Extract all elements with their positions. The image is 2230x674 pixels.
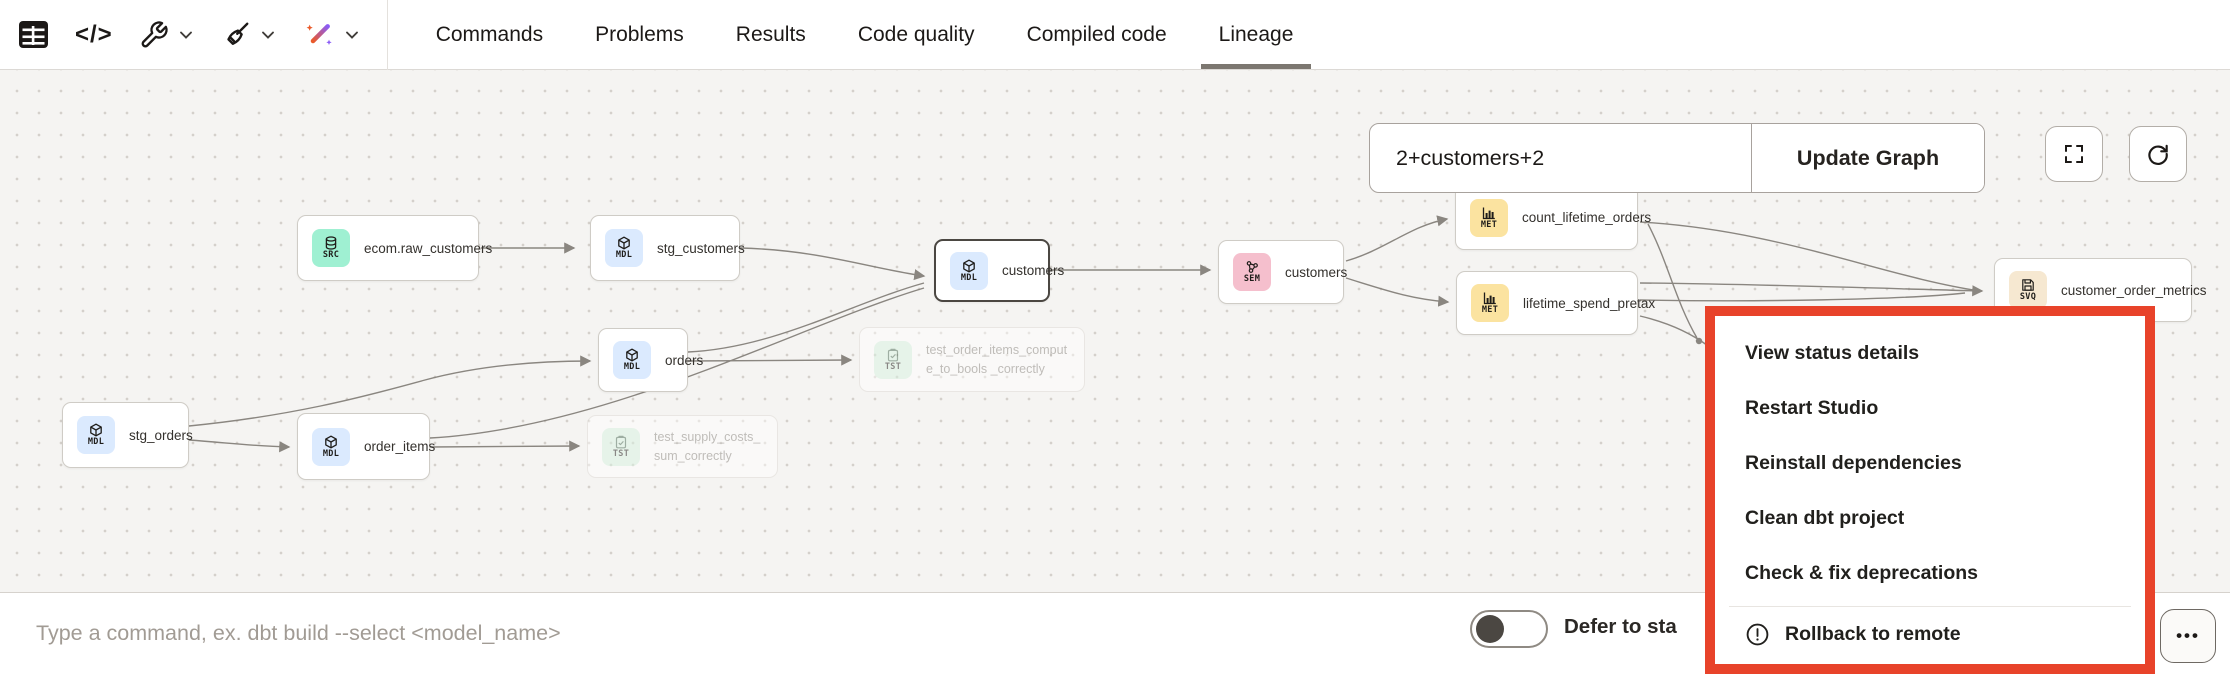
toolbar: </> — [0, 0, 387, 69]
metric-badge: MET — [1471, 284, 1509, 322]
build-tool-button[interactable] — [139, 20, 195, 50]
menu-item-view-status-details[interactable]: View status details — [1745, 342, 1920, 364]
defer-toggle-label: Defer to sta — [1564, 615, 1677, 638]
node-customers-semantic[interactable]: SEM customers — [1218, 240, 1348, 304]
fullscreen-icon — [2065, 145, 2083, 163]
broom-icon — [227, 22, 249, 45]
menu-item-reinstall-dependencies[interactable]: Reinstall dependencies — [1745, 452, 1962, 474]
code-icon: </> — [75, 20, 113, 48]
metric-badge: MET — [1470, 198, 1508, 237]
clipboard-check-icon — [615, 435, 627, 449]
node-stg-orders[interactable]: MDL stg_orders — [62, 402, 193, 468]
share-nodes-icon — [1246, 261, 1258, 274]
bar-chart-icon — [1483, 292, 1496, 305]
refresh-button[interactable] — [2129, 126, 2187, 182]
cube-icon — [325, 435, 337, 449]
ai-fix-tool-button[interactable] — [303, 19, 361, 51]
node-label: test_supply_costs_sum_correctly — [654, 429, 761, 463]
tab-code-quality[interactable]: Code quality — [857, 22, 975, 46]
menu-item-rollback-to-remote[interactable]: Rollback to remote — [1715, 607, 2145, 661]
wrench-icon — [141, 20, 168, 47]
test-badge: TST — [602, 427, 640, 466]
model-badge: MDL — [77, 416, 115, 454]
cube-icon — [90, 423, 102, 437]
floppy-disk-icon — [2022, 279, 2034, 292]
fullscreen-button[interactable] — [2045, 126, 2103, 182]
tab-problems[interactable]: Problems — [595, 22, 684, 46]
menu-item-clean-dbt-project[interactable]: Clean dbt project — [1745, 507, 1905, 529]
bar-chart-icon — [1482, 207, 1495, 219]
status-context-menu: View status details Restart Studio Reins… — [1715, 316, 2145, 661]
menu-divider — [1729, 606, 2131, 607]
database-icon — [325, 236, 337, 250]
node-label: count_lifetime_orders — [1522, 210, 1652, 225]
node-label: customer_order_metrics — [2061, 282, 2207, 298]
tab-compiled-code[interactable]: Compiled code — [1026, 22, 1167, 46]
update-graph-button[interactable]: Update Graph — [1751, 124, 1984, 192]
model-badge: MDL — [950, 251, 988, 290]
clean-tool-button[interactable] — [221, 20, 277, 50]
tab-commands[interactable]: Commands — [435, 22, 544, 46]
node-order-items[interactable]: MDL order_items — [297, 413, 435, 480]
annotation-highlight-box: View status details Restart Studio Reins… — [1705, 306, 2155, 674]
table-icon — [19, 21, 48, 48]
toggle-knob — [1476, 615, 1504, 643]
model-badge: MDL — [613, 341, 651, 379]
node-label: ecom.raw_customers — [364, 240, 493, 256]
command-input[interactable] — [0, 621, 1300, 646]
table-tool-button[interactable] — [18, 20, 49, 49]
header-divider — [386, 0, 388, 70]
node-ecom-raw-customers[interactable]: SRC ecom.raw_customers — [297, 215, 492, 281]
node-count-lifetime-orders[interactable]: MET count_lifetime_orders — [1455, 185, 1651, 250]
header-bar: </> Commands Prob — [0, 0, 2230, 70]
model-badge: MDL — [605, 229, 643, 267]
chevron-down-icon[interactable] — [177, 26, 195, 44]
clipboard-check-icon — [887, 348, 899, 362]
magic-wand-icon — [306, 23, 332, 45]
node-stg-customers[interactable]: MDL stg_customers — [590, 215, 745, 281]
refresh-icon — [2148, 144, 2168, 165]
cube-icon — [626, 348, 638, 362]
node-label: test_order_items_compute_to_bools _corre… — [926, 342, 1068, 376]
model-badge: MDL — [312, 427, 350, 466]
node-test-supply-costs[interactable]: TST test_supply_costs_sum_correctly — [587, 415, 778, 478]
node-label: order_items — [364, 439, 436, 454]
chevron-down-icon[interactable] — [343, 26, 361, 44]
node-label: lifetime_spend_pretax — [1523, 295, 1656, 311]
more-options-button[interactable]: ••• — [2160, 609, 2216, 663]
tab-results[interactable]: Results — [735, 22, 806, 46]
graph-selector: Update Graph — [1369, 123, 1985, 193]
cube-icon — [963, 259, 975, 273]
node-lifetime-spend-pretax[interactable]: MET lifetime_spend_pretax — [1456, 271, 1655, 335]
node-customers-model[interactable]: MDL customers — [934, 239, 1064, 302]
test-badge: TST — [874, 340, 912, 379]
node-label: customers — [1002, 263, 1065, 278]
menu-item-restart-studio[interactable]: Restart Studio — [1745, 397, 1879, 419]
warning-circle-icon — [1746, 623, 1769, 645]
tab-lineage[interactable]: Lineage — [1200, 0, 1312, 69]
defer-toggle[interactable] — [1470, 610, 1548, 648]
node-label: orders — [665, 352, 704, 368]
source-badge: SRC — [312, 229, 350, 267]
node-label: customers — [1285, 264, 1348, 280]
cube-icon — [618, 236, 630, 250]
code-tool-button[interactable]: </> — [75, 21, 113, 49]
menu-item-check-fix-deprecations[interactable]: Check & fix deprecations — [1745, 562, 1978, 584]
node-label: stg_orders — [129, 427, 193, 443]
saved-query-badge: SVQ — [2009, 271, 2047, 309]
menu-item-label: Rollback to remote — [1785, 623, 1961, 645]
tab-bar: Commands Problems Results Code quality C… — [388, 0, 1312, 69]
semantic-badge: SEM — [1233, 253, 1271, 291]
node-orders[interactable]: MDL orders — [598, 328, 703, 392]
node-label: stg_customers — [657, 240, 745, 256]
chevron-down-icon[interactable] — [259, 26, 277, 44]
node-test-order-items[interactable]: TST test_order_items_compute_to_bools _c… — [859, 327, 1085, 392]
selector-input[interactable] — [1370, 124, 1751, 192]
